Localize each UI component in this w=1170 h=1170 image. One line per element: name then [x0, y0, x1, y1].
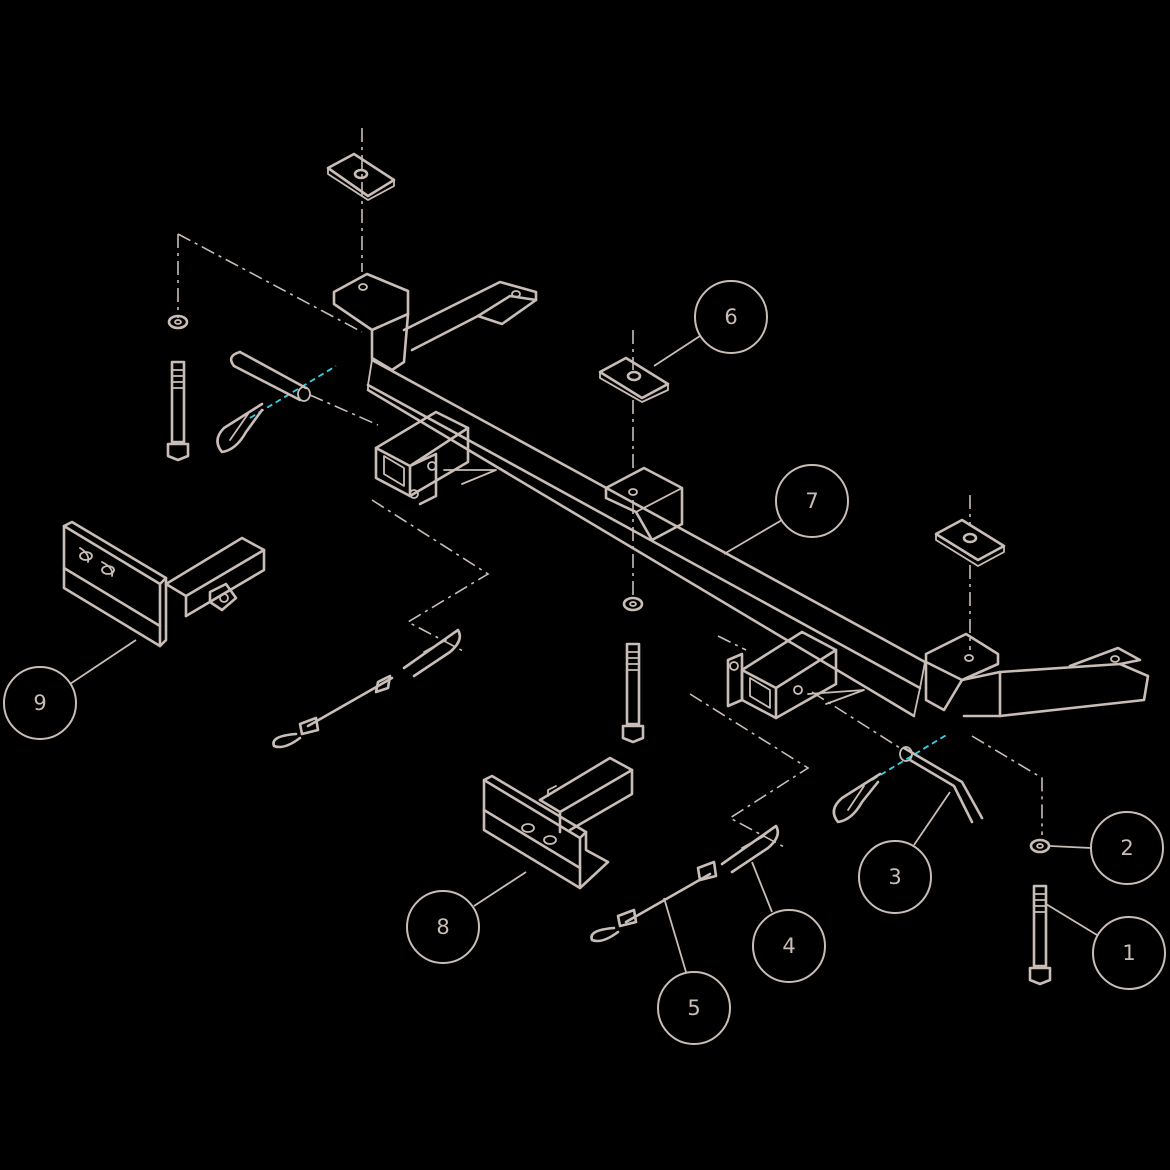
callout-2: 2: [1090, 811, 1164, 885]
callout-9-label: 9: [33, 691, 46, 715]
callout-8: 8: [406, 890, 480, 964]
callout-8-label: 8: [436, 915, 449, 939]
callout-6: 6: [694, 280, 768, 354]
bolt-right: [1028, 884, 1052, 986]
hitch-pin-right: [899, 746, 984, 824]
mounting-plate-right: [934, 518, 1006, 567]
tow-tab-left: [62, 520, 266, 648]
washer-left: [167, 314, 189, 330]
crossbar-tube: [366, 358, 927, 718]
mounting-plate-center: [598, 356, 670, 403]
callout-2-label: 2: [1120, 836, 1133, 860]
right-mounting-bracket: [924, 632, 1150, 718]
callout-5: 5: [657, 971, 731, 1045]
safety-cable-left: [272, 628, 462, 749]
callout-4-label: 4: [782, 934, 795, 958]
bolt-center: [621, 642, 645, 744]
washer-center: [622, 596, 644, 612]
callout-leaders: [69, 335, 1098, 973]
callout-5-label: 5: [687, 996, 700, 1020]
hairpin-clip-left: [216, 402, 264, 454]
callout-3: 3: [858, 840, 932, 914]
center-mounting-bracket: [604, 466, 684, 542]
tow-tab-right: [482, 756, 634, 890]
callout-7: 7: [775, 464, 849, 538]
callout-7-label: 7: [805, 489, 818, 513]
callout-1-label: 1: [1122, 941, 1135, 965]
callout-4: 4: [752, 909, 826, 983]
callout-9: 9: [3, 666, 77, 740]
pin-axis-lines: [249, 365, 949, 781]
bolt-left: [166, 360, 190, 462]
callout-1: 1: [1092, 916, 1166, 990]
callout-3-label: 3: [888, 865, 901, 889]
safety-cable-right: [590, 824, 780, 943]
assembly-guide-lines: [177, 128, 1043, 849]
left-mounting-bracket: [332, 272, 538, 372]
callout-6-label: 6: [724, 305, 737, 329]
mounting-plate-top: [326, 152, 396, 201]
hitch-pin-left: [229, 350, 311, 402]
hairpin-clip-right: [832, 772, 882, 824]
washer-right: [1029, 838, 1051, 854]
left-receiver-socket: [374, 410, 497, 506]
right-receiver-socket: [726, 630, 865, 720]
